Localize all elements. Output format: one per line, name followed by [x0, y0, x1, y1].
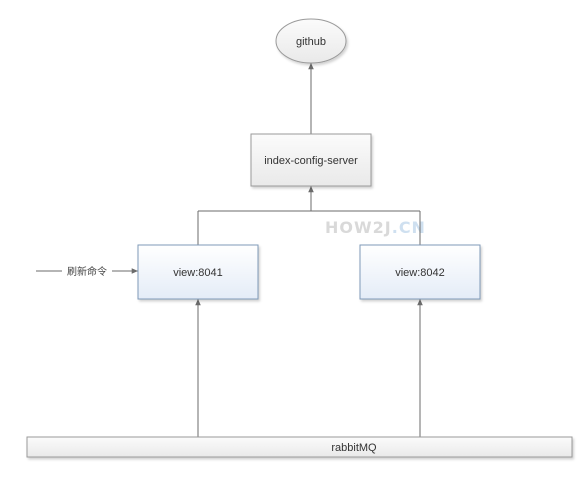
- edges: [36, 63, 423, 437]
- watermark-part2: .CN: [392, 218, 426, 237]
- node-rabbitmq: rabbitMQ: [26, 436, 573, 458]
- watermark: HOW2J.CN: [325, 218, 426, 237]
- node-view-8042: view:8042: [359, 244, 481, 300]
- node-config-server: index-config-server: [250, 133, 372, 187]
- node-github: github: [275, 18, 347, 64]
- node-rabbitmq-label: rabbitMQ: [331, 442, 377, 454]
- svg-text:HOW2J.CN: HOW2J.CN: [325, 218, 426, 237]
- node-view-8041-label: view:8041: [173, 267, 223, 279]
- node-view-8041: view:8041: [137, 244, 259, 300]
- watermark-part1: HOW2J: [325, 218, 392, 237]
- node-config-server-label: index-config-server: [264, 155, 358, 167]
- node-view-8042-label: view:8042: [395, 267, 445, 279]
- node-github-label: github: [296, 36, 326, 48]
- refresh-command-label: 刷新命令: [67, 265, 107, 278]
